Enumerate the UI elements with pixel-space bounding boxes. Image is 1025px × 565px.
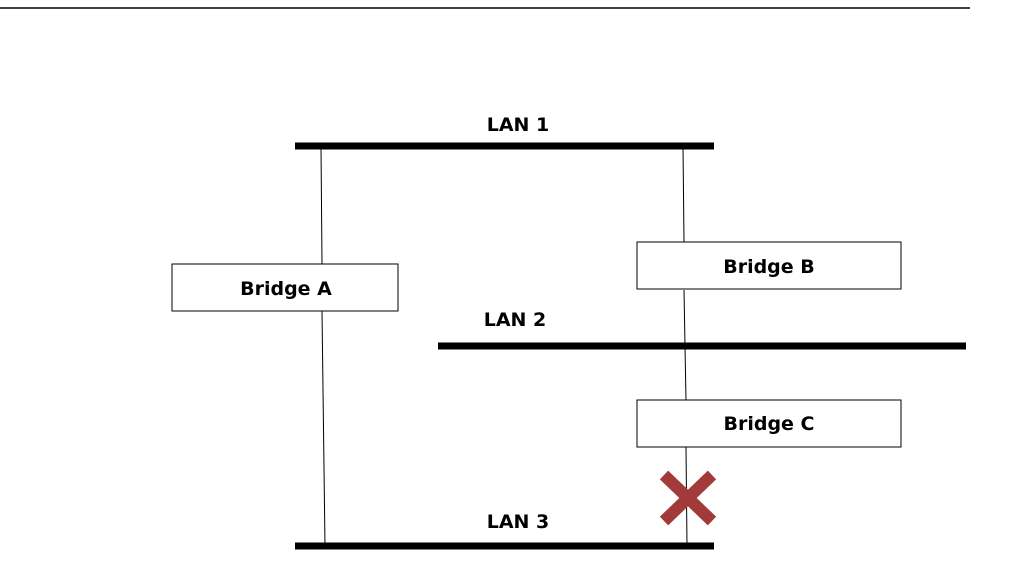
bridge-b: Bridge B bbox=[637, 242, 901, 289]
bridge-c-label: Bridge C bbox=[723, 413, 814, 435]
bridge-a: Bridge A bbox=[172, 264, 398, 311]
link-lan1-bridge-a bbox=[321, 146, 322, 264]
link-bridge-a-lan3 bbox=[322, 311, 325, 546]
link-bridge-b-lan2 bbox=[684, 290, 685, 346]
lan3-label: LAN 3 bbox=[487, 511, 550, 533]
lan1-label: LAN 1 bbox=[487, 114, 550, 136]
blocked-x-icon bbox=[664, 475, 712, 521]
link-lan2-bridge-c bbox=[685, 346, 686, 400]
link-lan1-bridge-b bbox=[683, 146, 684, 242]
bridge-c: Bridge C bbox=[637, 400, 901, 447]
bridge-a-label: Bridge A bbox=[240, 278, 332, 300]
lan2-label: LAN 2 bbox=[484, 309, 547, 331]
bridge-b-label: Bridge B bbox=[723, 256, 815, 278]
